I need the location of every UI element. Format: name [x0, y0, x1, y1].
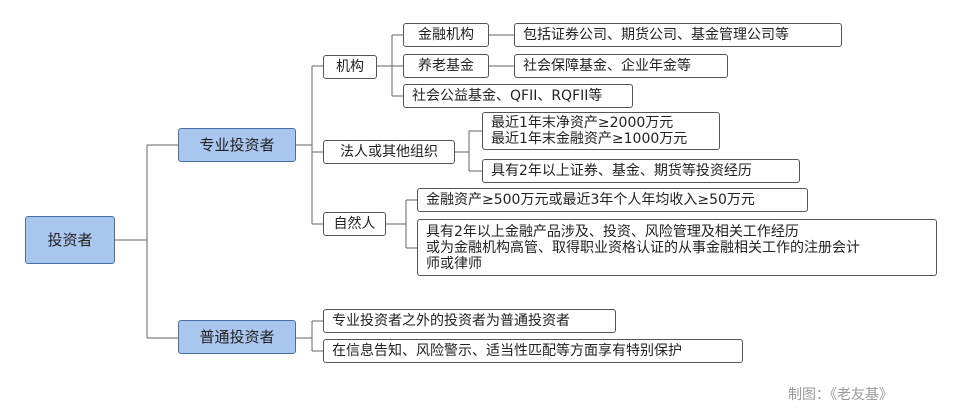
node-natural-person: 自然人	[323, 212, 386, 236]
node-ordinary-definition: 专业投资者之外的投资者为普通投资者	[323, 309, 616, 333]
node-ordinary-investor: 普通投资者	[178, 320, 296, 354]
node-pension-fund-detail: 社会保障基金、企业年金等	[514, 54, 728, 78]
node-other-institutions: 社会公益基金、QFII、RQFII等	[403, 84, 633, 108]
node-natural-person-experience: 具有2年以上金融产品涉及、投资、风险管理及相关工作经历 或为金融机构高管、取得职…	[417, 219, 937, 276]
node-pension-fund: 养老基金	[403, 54, 489, 78]
node-professional-investor: 专业投资者	[178, 128, 296, 162]
assets-line-2: 最近1年末金融资产≥1000万元	[491, 131, 688, 147]
node-ordinary-protection: 在信息告知、风险警示、适当性匹配等方面享有特别保护	[323, 339, 743, 363]
assets-line-1: 最近1年末净资产≥2000万元	[491, 115, 674, 131]
node-legal-entity: 法人或其他组织	[323, 140, 455, 164]
node-legal-entity-assets: 最近1年末净资产≥2000万元 最近1年末金融资产≥1000万元	[482, 112, 720, 150]
node-legal-entity-experience: 具有2年以上证券、基金、期货等投资经历	[482, 159, 800, 183]
root-node-investor: 投资者	[25, 216, 115, 264]
experience-line-2: 或为金融机构高管、取得职业资格认证的从事金融相关工作的注册会计	[426, 239, 860, 256]
node-natural-person-income: 金融资产≥500万元或最近3年个人年均收入≥50万元	[417, 188, 808, 212]
experience-line-1: 具有2年以上金融产品涉及、投资、风险管理及相关工作经历	[426, 223, 799, 240]
experience-line-3: 师或律师	[426, 255, 482, 272]
node-financial-institution-detail: 包括证券公司、期货公司、基金管理公司等	[514, 23, 842, 47]
node-financial-institution: 金融机构	[403, 23, 489, 47]
node-institution: 机构	[323, 55, 377, 79]
chart-credit: 制图：《老友基》	[788, 387, 893, 403]
